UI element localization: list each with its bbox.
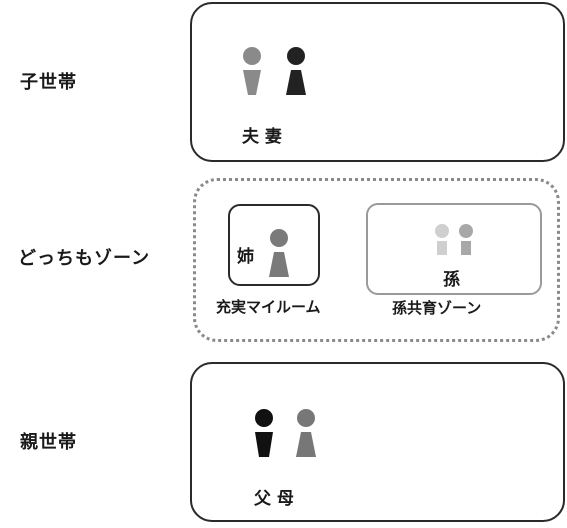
parent-figures (255, 409, 316, 457)
couple-caption: 夫 妻 (242, 127, 282, 147)
sister-room-caption: 充実マイルーム (216, 298, 321, 316)
child-household-box: 夫 妻 (190, 2, 565, 162)
grandchild-zone-caption: 孫共育ゾーン (392, 299, 482, 317)
either-zone-label: どっちもゾーン (18, 248, 151, 269)
grandchild-figures (435, 224, 473, 255)
grandchild-light-figure-icon (435, 224, 449, 255)
child-household-label: 子世帯 (20, 72, 77, 93)
either-zone-box: 姉 充実マイルーム 孫 孫共育ゾーン (193, 178, 560, 342)
wife-figure-icon (286, 47, 306, 95)
grandchild-dark-figure-icon (459, 224, 473, 255)
mother-figure-icon (296, 409, 316, 457)
parent-household-label: 親世帯 (20, 432, 77, 453)
grandchild-zone-box: 孫 (366, 203, 542, 295)
parent-caption: 父 母 (254, 489, 294, 509)
husband-figure-icon (243, 47, 261, 95)
father-figure-icon (255, 409, 273, 457)
parent-household-box: 父 母 (190, 362, 565, 522)
sister-figure-icon (269, 229, 289, 277)
sister-label: 姉 (237, 247, 254, 267)
sister-room-box: 姉 (228, 204, 320, 286)
grandchild-label: 孫 (443, 270, 460, 290)
couple-figures (243, 47, 306, 95)
